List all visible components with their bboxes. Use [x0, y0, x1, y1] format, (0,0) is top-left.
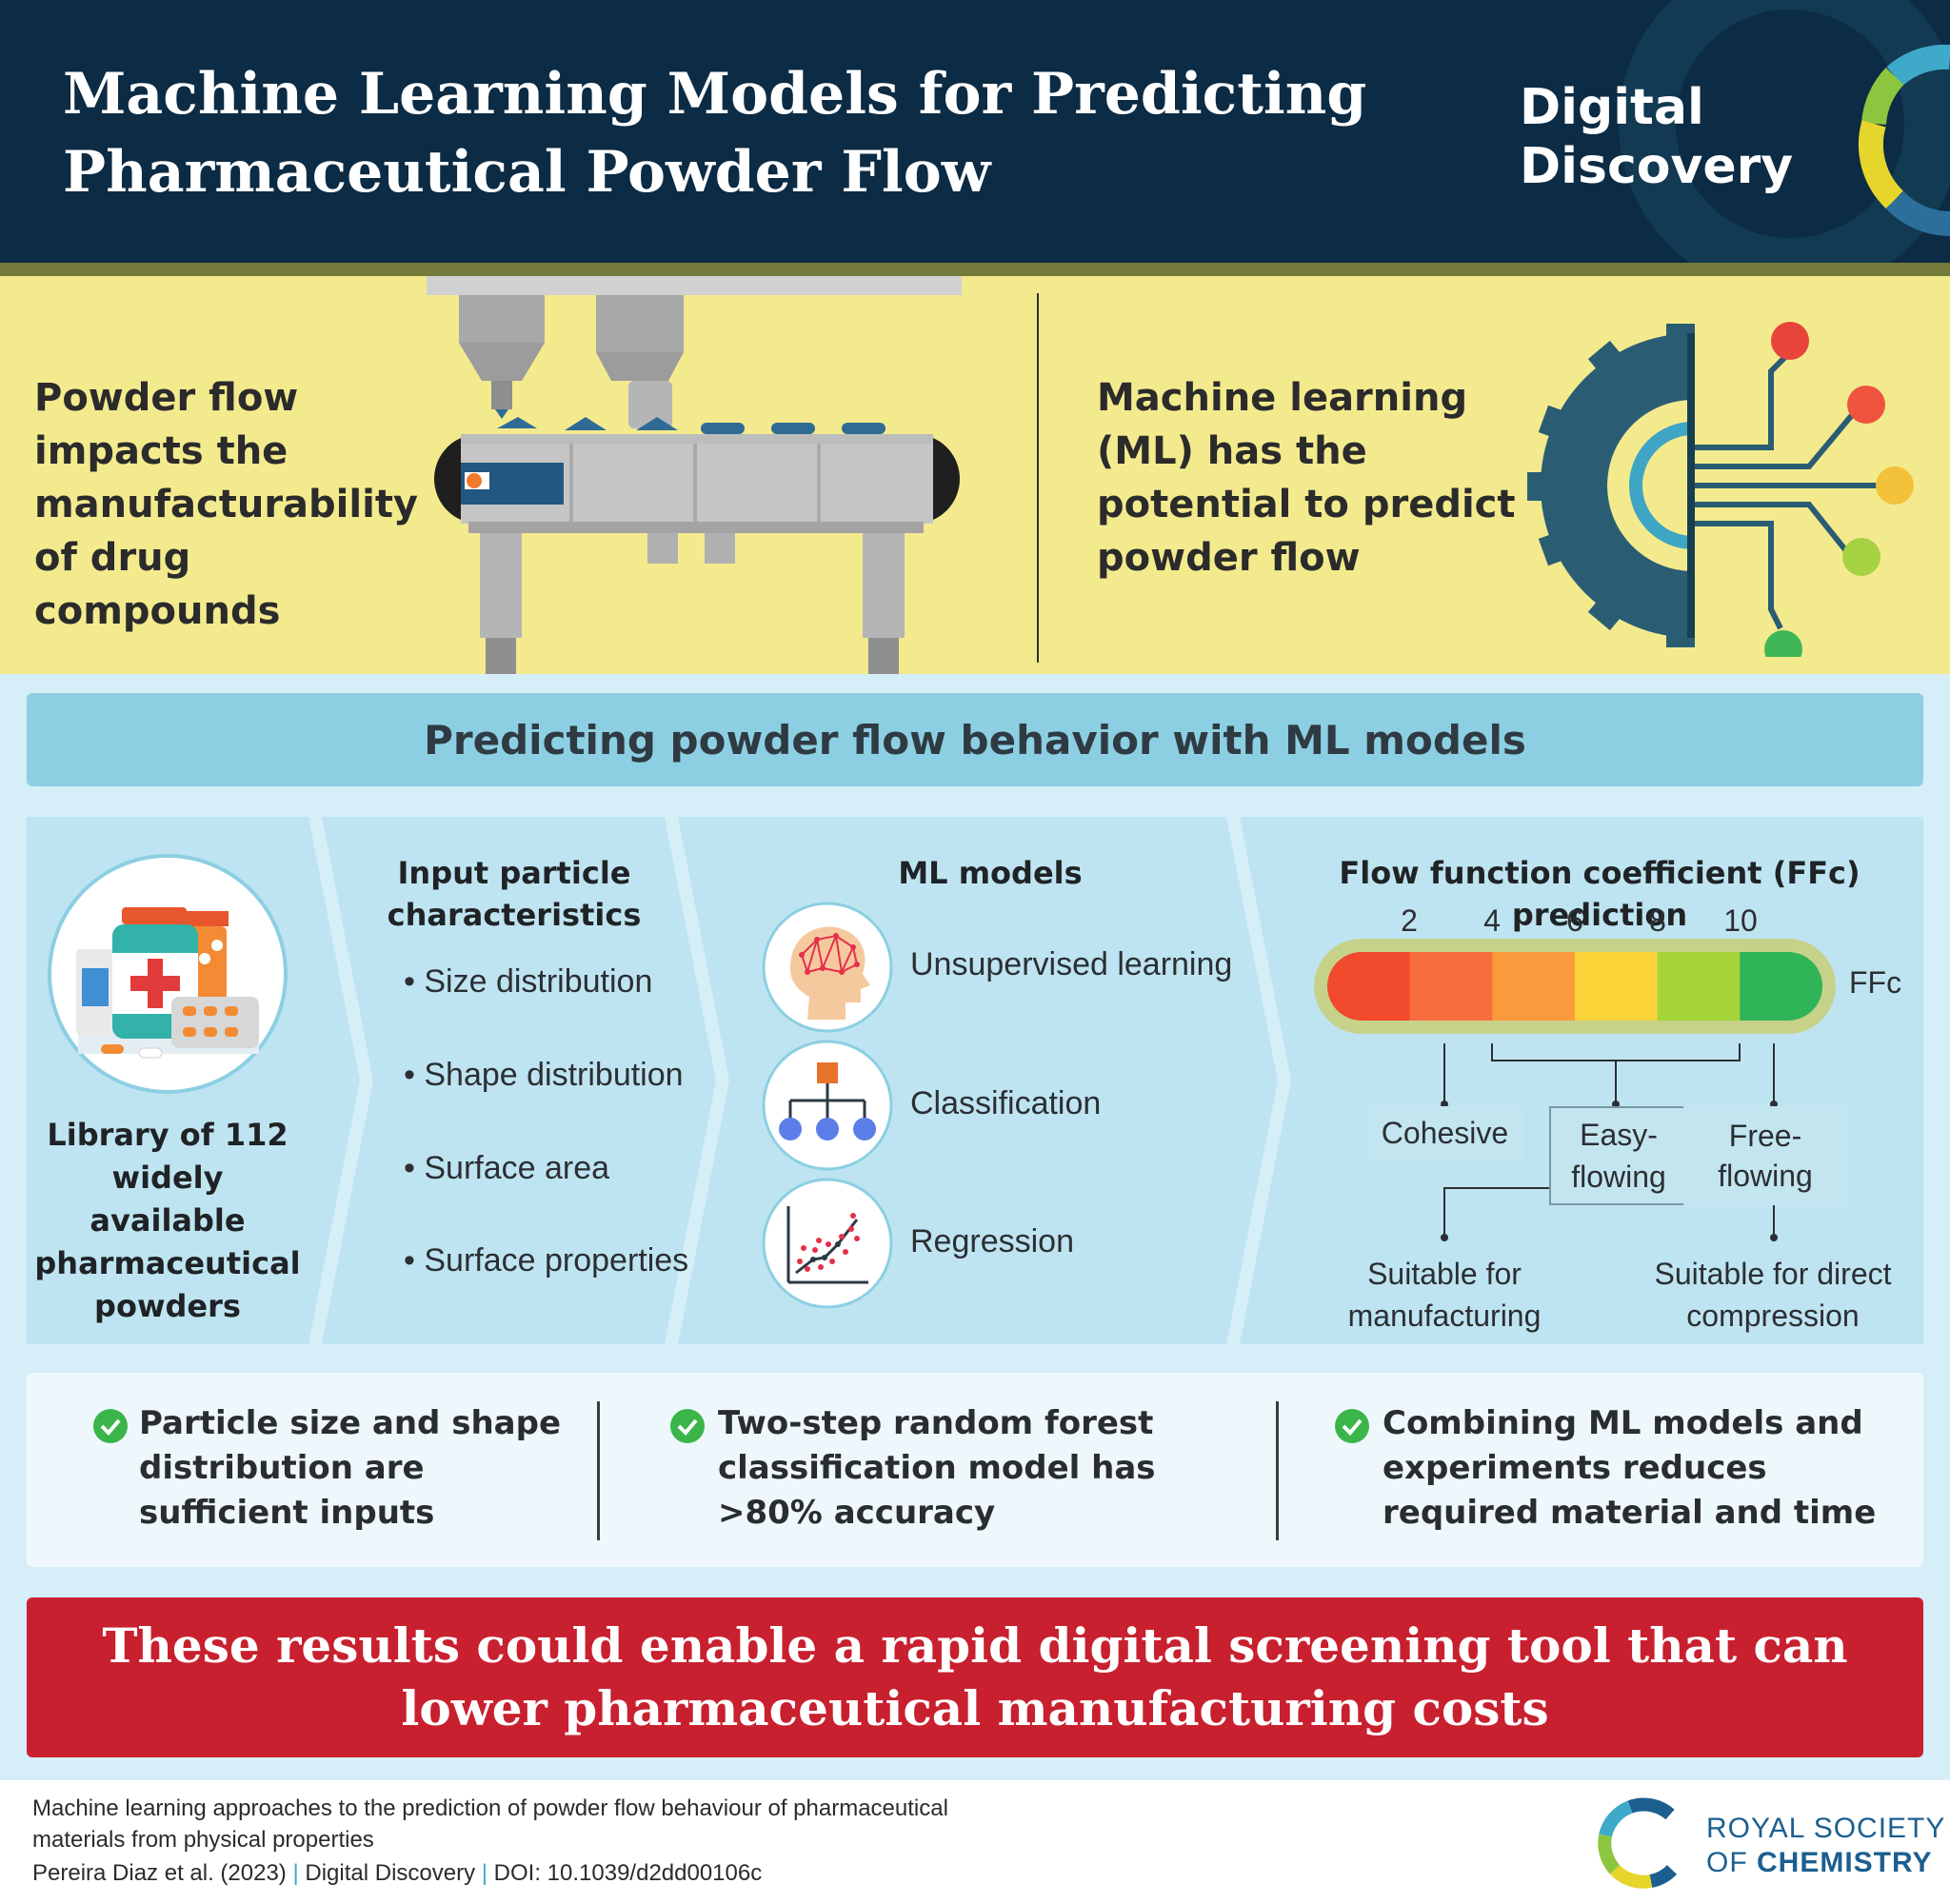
paper-title-line-1: Machine learning approaches to the predi…	[32, 1795, 948, 1821]
citation-doi: DOI: 10.1039/d2dd00106c	[493, 1860, 763, 1886]
ffc-scale-bar	[1314, 939, 1836, 1034]
category-easy-line-2: flowing	[1571, 1160, 1666, 1194]
publisher-name-line-2: OF CHEMISTRY	[1706, 1847, 1933, 1879]
title-line-2: Pharmaceutical Powder Flow	[63, 139, 991, 206]
ffc-segment	[1327, 952, 1411, 1021]
step-arrow-inputs	[322, 817, 716, 1344]
section-title: Predicting powder flow behavior with ML …	[424, 716, 1526, 764]
medicine-bottles-icon	[48, 854, 288, 1094]
finding-divider	[1276, 1401, 1279, 1540]
citation-journal: Digital Discovery	[305, 1860, 476, 1886]
intro-right-text: Machine learning (ML) has the potential …	[1097, 376, 1516, 580]
category-cohesive: Cohesive	[1366, 1106, 1523, 1160]
citation-separator: |	[481, 1860, 488, 1886]
input-item: • Surface area	[404, 1150, 610, 1186]
ffc-title: Flow function coefficient (FFc) predicti…	[1339, 855, 1860, 933]
category-easy-flowing: Easy- flowing	[1552, 1114, 1685, 1198]
finding-text: Combining ML models and experiments redu…	[1383, 1404, 1877, 1532]
publisher-prefix: OF	[1706, 1847, 1757, 1878]
suit-left-line-1: Suitable for	[1367, 1257, 1522, 1291]
ffc-tick-label: 6	[1566, 903, 1583, 938]
publisher-bold: CHEMISTRY	[1757, 1847, 1933, 1878]
journal-line-2: Discovery	[1520, 138, 1794, 195]
ffc-segment	[1575, 952, 1659, 1021]
ml-model-label: Unsupervised learning	[910, 946, 1233, 982]
ml-model-label: Regression	[910, 1223, 1074, 1259]
finding-text: Two-step random forest classification mo…	[718, 1404, 1156, 1532]
citation-separator: |	[292, 1860, 299, 1886]
journal-line-1: Digital	[1520, 79, 1704, 136]
input-item-label: Surface area	[424, 1150, 610, 1186]
conveyor-machine-illustration	[427, 276, 962, 674]
ffc-tick-label: 4	[1483, 903, 1501, 938]
input-item-label: Surface properties	[424, 1242, 689, 1279]
input-title: Input particle characteristics	[387, 855, 642, 933]
suit-right-line-1: Suitable for direct	[1654, 1257, 1892, 1291]
conclusion-banner: These results could enable a rapid digit…	[27, 1597, 1923, 1757]
section-banner: Predicting powder flow behavior with ML …	[27, 693, 1923, 786]
journal-name: Digital Discovery	[1520, 78, 1834, 196]
input-item: • Shape distribution	[404, 1057, 684, 1093]
ffc-segment	[1657, 952, 1741, 1021]
ml-model-label: Classification	[910, 1085, 1102, 1121]
library-label: Library of 112 widely available pharmace…	[34, 1117, 301, 1324]
citation-authors: Pereira Diaz et al. (2023)	[32, 1860, 287, 1886]
input-item: • Size distribution	[404, 963, 653, 1000]
input-item: • Surface properties	[404, 1242, 689, 1279]
check-icon	[93, 1409, 128, 1443]
ffc-segment	[1409, 952, 1493, 1021]
intro-left-text: Powder flow impacts the manufacturabilit…	[34, 376, 419, 633]
ffc-scale-label: FFc	[1849, 965, 1902, 1000]
header-ring-decoration	[1619, 0, 1950, 263]
category-free-line-1: Free-	[1728, 1119, 1802, 1153]
ffc-connector-lines	[1441, 1043, 1778, 1241]
key-findings-panel	[27, 1373, 1923, 1567]
check-icon	[1335, 1409, 1369, 1443]
rsc-logo	[1598, 1797, 1678, 1889]
category-free-flowing: Free- flowing	[1683, 1106, 1847, 1205]
suit-left-line-2: manufacturing	[1347, 1299, 1542, 1333]
ffc-tick-label: 10	[1723, 903, 1758, 938]
hierarchy-tree-icon	[762, 1040, 893, 1171]
intro-section: Powder flow impacts the manufacturabilit…	[0, 276, 1950, 674]
intro-divider	[1037, 293, 1039, 663]
citation-line: Pereira Diaz et al. (2023) | Digital Dis…	[32, 1860, 762, 1887]
gear-circuit-icon	[1527, 322, 1914, 657]
ffc-segment	[1740, 952, 1822, 1021]
finding-text: Particle size and shape distribution are…	[139, 1404, 562, 1532]
paper-title-line-2: materials from physical properties	[32, 1827, 374, 1853]
check-icon	[670, 1409, 705, 1443]
input-item-label: Size distribution	[424, 963, 653, 1000]
suitability-manufacturing: Suitable for manufacturing	[1325, 1253, 1563, 1337]
category-free-line-2: flowing	[1718, 1159, 1813, 1193]
ffc-segment	[1492, 952, 1576, 1021]
page-title: Machine Learning Models for Predicting P…	[63, 55, 1396, 211]
ffc-tick-label: 8	[1649, 903, 1666, 938]
digital-discovery-logo	[1858, 44, 1950, 236]
title-line-1: Machine Learning Models for Predicting	[63, 61, 1367, 128]
scatter-regression-icon	[762, 1178, 893, 1309]
category-easy-line-1: Easy-	[1580, 1118, 1658, 1152]
suitability-direct-compression: Suitable for direct compression	[1630, 1253, 1916, 1337]
suit-right-line-2: compression	[1686, 1299, 1860, 1333]
input-item-label: Shape distribution	[424, 1057, 684, 1093]
ml-models-title: ML models	[898, 855, 1083, 891]
brain-network-icon	[762, 902, 893, 1033]
header	[0, 0, 1950, 263]
finding-divider	[597, 1401, 600, 1540]
ffc-tick-label: 2	[1401, 903, 1418, 938]
publisher-name-line-1: ROYAL SOCIETY	[1706, 1813, 1946, 1844]
header-band	[0, 263, 1950, 276]
conclusion-text: These results could enable a rapid digit…	[102, 1617, 1848, 1736]
